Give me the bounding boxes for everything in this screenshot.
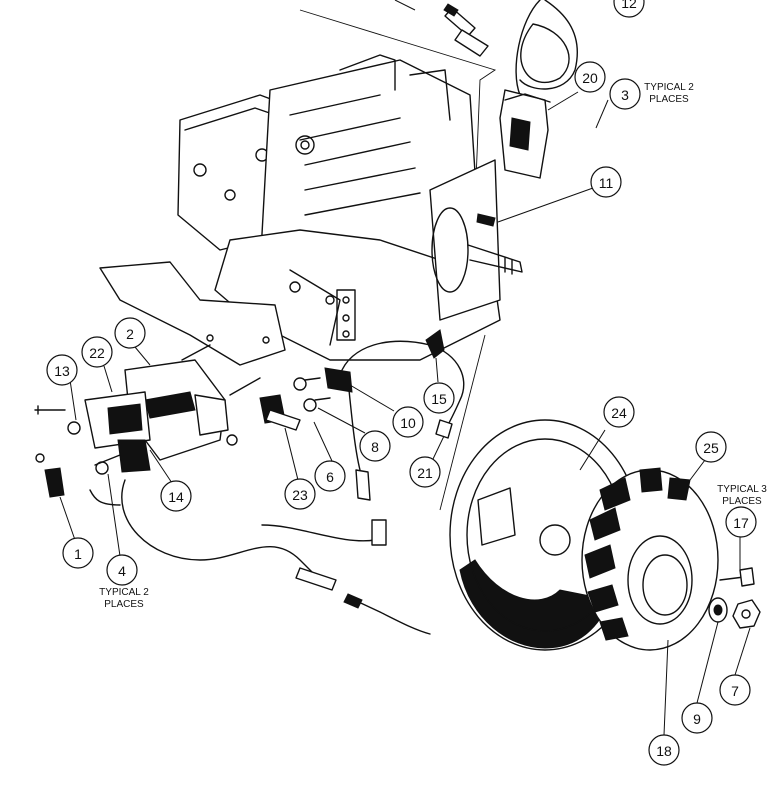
svg-text:6: 6 — [326, 469, 334, 485]
svg-text:2: 2 — [126, 326, 134, 342]
svg-text:8: 8 — [371, 439, 379, 455]
svg-text:9: 9 — [693, 711, 701, 727]
svg-text:TYPICAL 2: TYPICAL 2 — [99, 587, 149, 598]
note-typical-2-top: TYPICAL 2 PLACES — [644, 82, 694, 105]
svg-text:22: 22 — [89, 345, 105, 361]
svg-text:1: 1 — [74, 546, 82, 562]
svg-text:20: 20 — [582, 70, 598, 86]
svg-text:10: 10 — [400, 415, 416, 431]
note-typical-2-bottom: TYPICAL 2 PLACES — [99, 587, 149, 610]
callout-8: 8 — [359, 430, 391, 462]
svg-text:25: 25 — [703, 440, 719, 456]
svg-text:18: 18 — [656, 743, 672, 759]
svg-text:TYPICAL 2: TYPICAL 2 — [644, 82, 694, 93]
callout-24: 24 — [603, 396, 635, 428]
spark-plug — [443, 3, 489, 57]
callout-22: 22 — [81, 336, 113, 368]
flywheel-assembly — [439, 334, 761, 651]
svg-text:3: 3 — [621, 87, 629, 103]
callout-17: 17 — [725, 506, 757, 538]
callout-3: 3 — [609, 78, 641, 110]
svg-text:17: 17 — [733, 515, 749, 531]
svg-text:4: 4 — [118, 563, 126, 579]
callout-14: 14 — [160, 480, 192, 512]
callout-6: 6 — [314, 460, 346, 492]
note-typical-3: TYPICAL 3 PLACES — [717, 484, 767, 507]
svg-text:24: 24 — [611, 405, 627, 421]
callout-25: 25 — [695, 431, 727, 463]
svg-text:TYPICAL 3: TYPICAL 3 — [717, 484, 767, 495]
callout-15: 15 — [423, 382, 455, 414]
callout-13: 13 — [46, 354, 78, 386]
callout-4: 4 — [106, 554, 138, 586]
callout-2: 2 — [114, 317, 146, 349]
engine-block — [99, 9, 523, 366]
svg-text:14: 14 — [168, 489, 184, 505]
svg-text:7: 7 — [731, 683, 739, 699]
svg-text:21: 21 — [417, 465, 433, 481]
callout-1: 1 — [62, 537, 94, 569]
callout-21: 21 — [409, 456, 441, 488]
svg-text:23: 23 — [292, 487, 308, 503]
wire-clamps — [259, 367, 353, 431]
ignition-module — [499, 0, 578, 179]
regulator-assembly — [34, 344, 431, 635]
svg-text:PLACES: PLACES — [649, 94, 689, 105]
svg-text:PLACES: PLACES — [722, 496, 762, 507]
callout-7: 7 — [719, 674, 751, 706]
svg-text:PLACES: PLACES — [104, 599, 144, 610]
leader-lines — [59, 0, 751, 736]
svg-text:15: 15 — [431, 391, 447, 407]
svg-text:12: 12 — [621, 0, 637, 11]
svg-text:13: 13 — [54, 363, 70, 379]
svg-text:11: 11 — [599, 175, 614, 191]
callout-9: 9 — [681, 702, 713, 734]
callout-11: 11 — [590, 166, 622, 198]
callout-23: 23 — [284, 478, 316, 510]
callout-18: 18 — [648, 734, 680, 766]
callout-12: 12 — [613, 0, 645, 18]
callout-10: 10 — [392, 406, 424, 438]
callout-20: 20 — [574, 61, 606, 93]
